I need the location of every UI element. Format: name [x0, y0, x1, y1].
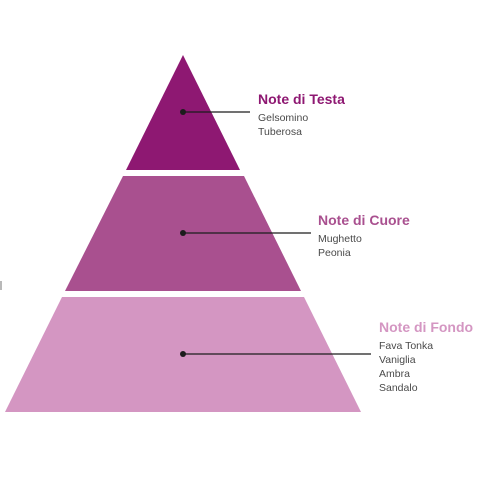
connector-dot-middle	[180, 230, 186, 236]
connector-dot-top	[180, 109, 186, 115]
edge-fragment	[0, 281, 2, 290]
tier-title-top: Note di Testa	[258, 91, 345, 107]
note-item: Tuberosa	[258, 126, 302, 138]
tier-notes-middle: Mughetto Peonia	[318, 232, 410, 260]
connector-dot-bottom	[180, 351, 186, 357]
tier-title-bottom: Note di Fondo	[379, 319, 474, 335]
tier-title-middle: Note di Cuore	[318, 212, 410, 228]
tier-label-middle: Note di Cuore Mughetto Peonia	[318, 211, 410, 260]
tier-label-top: Note di Testa Gelsomino Tuberosa	[258, 90, 345, 139]
tier-notes-top: Gelsomino Tuberosa	[258, 111, 345, 139]
tier-label-bottom: Note di Fondo Fava Tonka Vaniglia Ambra …	[379, 318, 473, 395]
note-item: Sandalo	[379, 382, 418, 394]
note-item: Fava Tonka	[379, 340, 434, 352]
note-item: Ambra	[379, 368, 410, 380]
tier-notes-bottom: Fava Tonka Vaniglia Ambra Sandalo	[379, 339, 473, 395]
note-item: Mughetto	[318, 233, 362, 245]
note-item: Vaniglia	[379, 354, 416, 366]
note-item: Peonia	[318, 247, 351, 259]
note-item: Gelsomino	[258, 112, 309, 124]
